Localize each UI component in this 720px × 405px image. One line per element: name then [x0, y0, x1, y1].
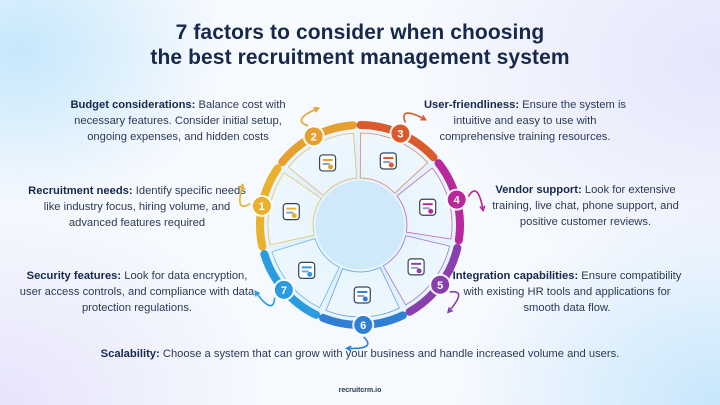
number-badge [391, 124, 410, 143]
factor-1-recruitment-needs: Recruitment needs: Identify specific nee… [22, 183, 252, 231]
factor-description: Choose a system that can grow with your … [159, 348, 620, 360]
number-badge [274, 280, 293, 299]
footer-brand: recruitcrm.io [338, 387, 382, 394]
factor-description: Ensure compatibility with existing HR to… [463, 270, 682, 314]
ring-segment-2: 2 [278, 106, 358, 197]
arrow-head-icon [345, 345, 352, 352]
badge-number: 2 [311, 131, 317, 143]
curved-arrow-icon [254, 291, 276, 307]
curved-arrow-icon [403, 112, 426, 123]
arrow-head-icon [238, 183, 245, 190]
curved-arrow-icon [346, 336, 369, 350]
curved-arrow-icon [239, 184, 251, 208]
target-gear-icon [282, 203, 300, 221]
badge-number: 5 [437, 280, 443, 292]
factor-description: Look for extensive training, live chat, … [492, 184, 679, 228]
badge-number: 7 [281, 285, 287, 297]
factor-label: User-friendliness: [423, 99, 520, 111]
curved-arrow-icon [467, 190, 484, 211]
title-line-2: the best recruitment management system [150, 46, 570, 69]
team-gear-icon [379, 152, 397, 170]
curved-arrow-icon [447, 290, 460, 313]
factor-6-scalability: Scalability: Choose a system that can gr… [60, 346, 660, 362]
arrow-head-icon [479, 205, 486, 213]
arrow-head-icon [254, 290, 261, 297]
factor-5-integration: Integration capabilities: Ensure compati… [452, 268, 682, 316]
arrow-head-icon [420, 115, 427, 121]
factor-label: Scalability: [100, 348, 160, 360]
badge-number: 1 [259, 201, 265, 213]
number-badge [354, 315, 373, 334]
page-title: 7 factors to consider when choosing the … [0, 20, 720, 70]
factor-description: Look for data encryption, user access co… [19, 270, 255, 314]
arrow-head-icon [447, 307, 454, 314]
number-badge [304, 127, 323, 146]
factor-4-vendor-support: Vendor support: Look for extensive train… [478, 182, 693, 230]
monitor-chart-icon [353, 286, 371, 304]
ring-segment-5: 5 [382, 235, 462, 316]
number-badge [447, 190, 466, 209]
number-badge [252, 196, 271, 215]
factor-7-security: Security features: Look for data encrypt… [18, 268, 256, 316]
ring-segment-6: 6 [319, 266, 407, 352]
chat-thumbs-up-icon [419, 198, 437, 216]
center-circle [314, 179, 406, 271]
factor-label: Security features: [26, 270, 122, 282]
factor-description: Balance cost with necessary features. Co… [74, 99, 286, 143]
factor-2-budget: Budget considerations: Balance cost with… [68, 97, 288, 145]
arrow-head-icon [313, 106, 320, 113]
factor-label: Vendor support: [495, 184, 582, 196]
factor-label: Recruitment needs: [28, 185, 133, 197]
factor-description: Identify specific needs like industry fo… [43, 185, 246, 229]
badge-number: 3 [397, 129, 403, 141]
title-line-1: 7 factors to consider when choosing [175, 21, 545, 44]
ring-segment-3: 3 [356, 112, 438, 194]
ring-segment-4: 4 [396, 159, 486, 245]
factor-description: Ensure the system is intuitive and easy … [439, 99, 627, 143]
shield-check-icon [298, 261, 316, 279]
ring-segment-7: 7 [254, 238, 340, 319]
number-badge [431, 275, 450, 294]
ring-segment-1: 1 [238, 164, 322, 251]
curved-arrow-icon [300, 107, 319, 127]
invoice-calculator-icon [319, 154, 337, 172]
factor-3-user-friendliness: User-friendliness: Ensure the system is … [420, 97, 630, 145]
badge-number: 6 [360, 320, 366, 332]
funnel-icon [407, 258, 425, 276]
factor-label: Budget considerations: [70, 99, 196, 111]
factor-label: Integration capabilities: [452, 270, 579, 282]
badge-number: 4 [454, 195, 461, 207]
